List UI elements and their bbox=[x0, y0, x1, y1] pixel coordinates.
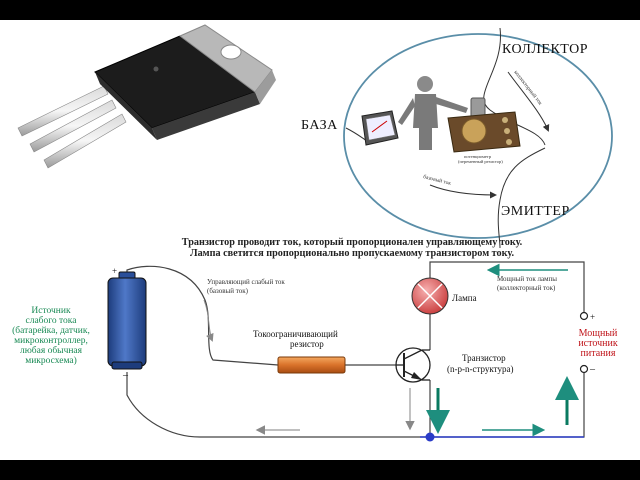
source-line-5: любая обычная bbox=[20, 345, 83, 356]
lamp-current-line-1: Мощный ток лампы bbox=[497, 275, 557, 283]
resistor-icon bbox=[277, 356, 346, 374]
circuit-wires bbox=[126, 261, 585, 438]
transistor-analogy: КОЛЛЕКТОР БАЗА ЭМИТТЕР коллекторный ток … bbox=[301, 27, 613, 249]
lamp-current-line-2: (коллекторный ток) bbox=[497, 284, 556, 292]
source-line-3: (батарейка, датчик, bbox=[12, 325, 90, 336]
battery-icon bbox=[107, 271, 147, 370]
meter-icon bbox=[361, 110, 399, 146]
ground-node bbox=[425, 432, 435, 442]
power-minus: – bbox=[589, 364, 596, 375]
transistor-photo bbox=[17, 24, 276, 169]
letterbox-top bbox=[0, 0, 640, 20]
base-label: БАЗА bbox=[301, 118, 338, 133]
power-line-3: питания bbox=[581, 348, 616, 359]
power-line-1: Мощный bbox=[579, 328, 618, 339]
source-label: Источник слабого тока (батарейка, датчик… bbox=[12, 306, 90, 366]
person-icon bbox=[398, 76, 468, 150]
lamp-icon bbox=[411, 277, 449, 315]
source-line-1: Источник bbox=[31, 306, 71, 316]
diagram-svg: КОЛЛЕКТОР БАЗА ЭМИТТЕР коллекторный ток … bbox=[12, 24, 618, 442]
circuit-caption-2: Лампа светится пропорционально пропускае… bbox=[190, 248, 514, 259]
collector-wire bbox=[483, 27, 546, 146]
transistor-symbol-icon bbox=[395, 347, 431, 383]
transistor-line-2: (n-p-n-структура) bbox=[447, 364, 513, 374]
power-minus-terminal bbox=[579, 364, 589, 374]
collector-label: КОЛЛЕКТОР bbox=[502, 42, 588, 57]
resistor-line-2: резистор bbox=[290, 339, 324, 349]
power-label: Мощный источник питания bbox=[578, 328, 618, 359]
diagram-canvas: КОЛЛЕКТОР БАЗА ЭМИТТЕР коллекторный ток … bbox=[0, 20, 640, 460]
source-line-6: микросхема) bbox=[25, 355, 77, 366]
power-line-2: источник bbox=[578, 338, 618, 349]
battery-minus: – bbox=[122, 370, 129, 381]
power-plus-terminal bbox=[579, 311, 589, 321]
source-line-2: слабого тока bbox=[25, 315, 77, 326]
pot-caption-2: (переменный резистор) bbox=[458, 159, 503, 164]
battery-plus: + bbox=[112, 266, 117, 276]
analogy-circle bbox=[343, 33, 613, 239]
pot-caption-1: потенциометр bbox=[464, 154, 492, 159]
lamp-label: Лампа bbox=[452, 293, 477, 303]
control-current-line-1: Управляющий слабый ток bbox=[207, 278, 285, 286]
collector-current-label: коллекторный ток bbox=[512, 69, 544, 107]
base-current-label: базовый ток bbox=[423, 173, 453, 187]
potentiometer-icon bbox=[447, 97, 521, 153]
resistor-line-1: Токоограничивающий bbox=[253, 329, 338, 339]
source-line-4: микроконтроллер, bbox=[14, 336, 88, 346]
emitter-label: ЭМИТТЕР bbox=[501, 204, 570, 219]
letterbox-bottom bbox=[0, 460, 640, 480]
transistor-line-1: Транзистор bbox=[462, 353, 506, 363]
power-plus: + bbox=[590, 312, 595, 322]
control-current-line-2: (базовый ток) bbox=[207, 287, 249, 295]
circuit-caption-1: Транзистор проводит ток, который пропорц… bbox=[182, 237, 523, 248]
emitter-wire bbox=[497, 147, 546, 249]
